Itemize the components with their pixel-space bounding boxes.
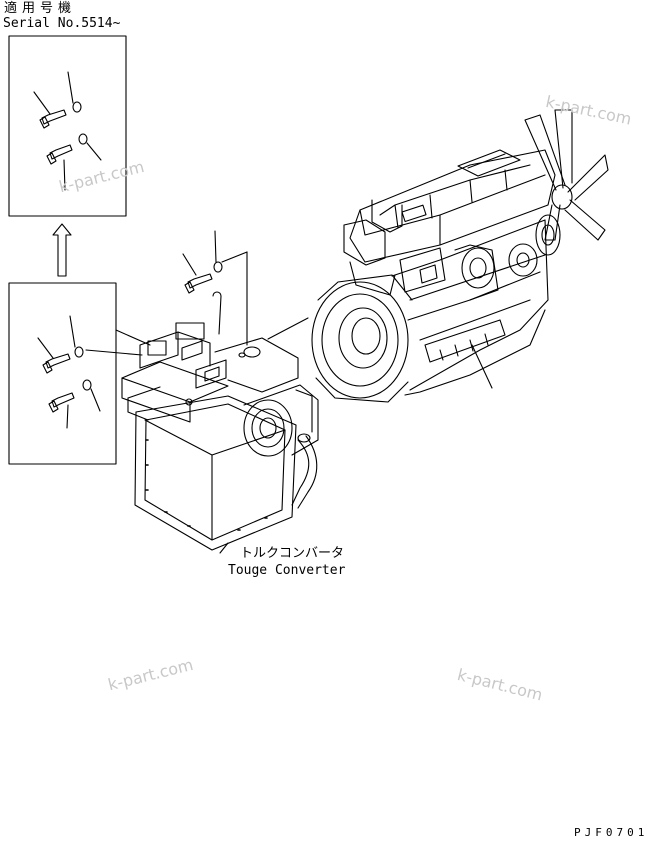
washer-icon xyxy=(213,261,223,273)
up-arrow-icon xyxy=(52,223,72,277)
fan-icon xyxy=(524,109,609,241)
inset-box-old xyxy=(8,282,117,465)
component-name-jp: トルクコンバータ xyxy=(240,546,345,561)
bolt-icon xyxy=(48,392,75,413)
applicability-title: 適用号機 xyxy=(4,1,77,16)
torque-converter xyxy=(121,322,319,551)
engine xyxy=(311,109,609,403)
washer-icon xyxy=(78,133,88,145)
washer-icon xyxy=(74,346,84,358)
washer-icon xyxy=(82,379,92,391)
bolt-icon xyxy=(46,144,73,165)
washer-icon xyxy=(72,101,82,113)
bolt-icon xyxy=(184,273,213,294)
inset-box-new xyxy=(8,35,127,217)
drawing-code: PJF0701 xyxy=(574,826,649,839)
bolt-icon xyxy=(39,109,67,129)
bolt-icon xyxy=(42,353,71,374)
component-name-en: Touge Converter xyxy=(228,563,346,578)
serial-number-label: Serial No.5514~ xyxy=(3,16,121,31)
